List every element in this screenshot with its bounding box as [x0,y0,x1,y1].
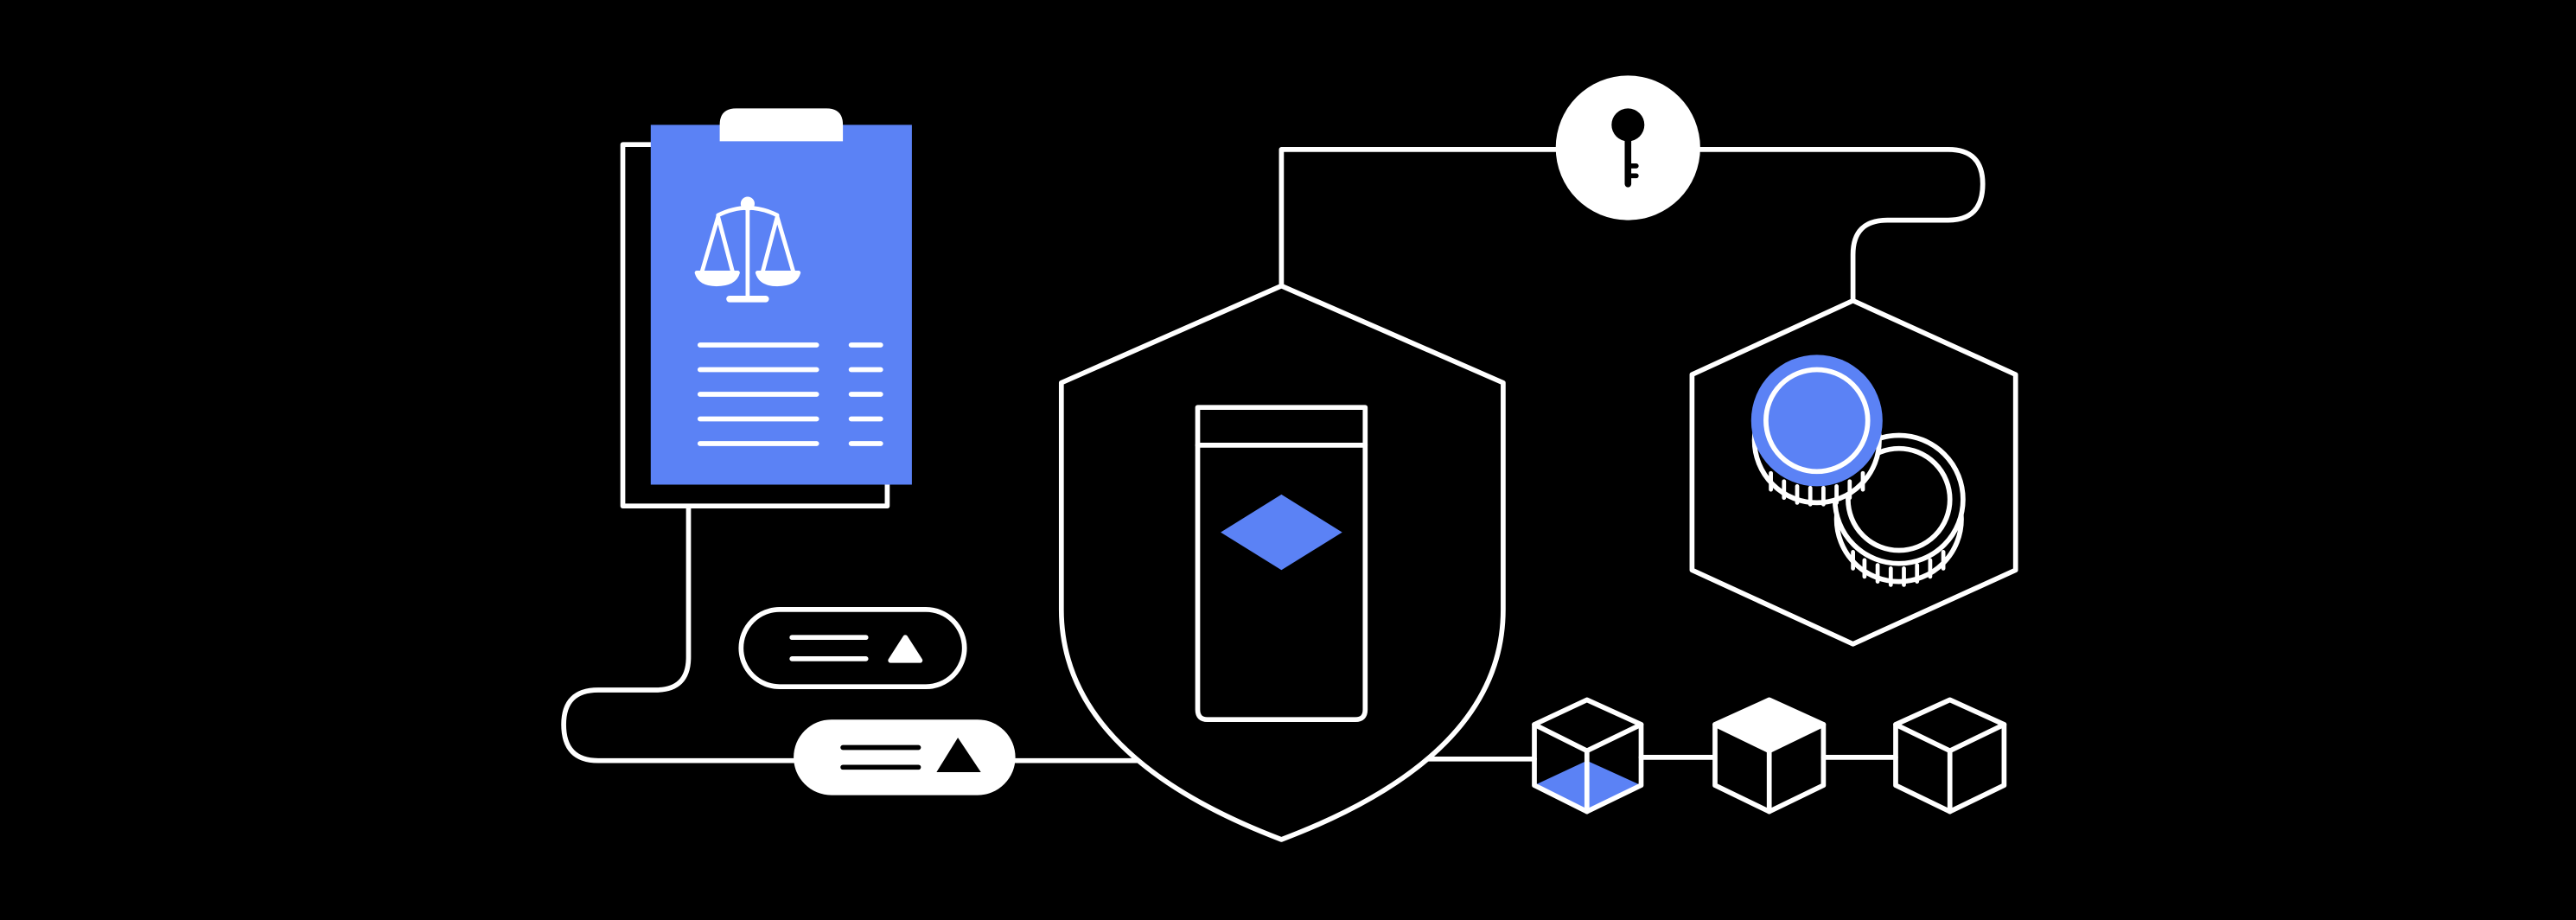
triangle-icon [888,635,923,663]
cube-icon [1532,697,1644,815]
cube-icon [1893,697,2007,815]
clipboard-icon [620,108,912,509]
diamond-icon [1221,494,1342,571]
clipboard-clip [719,108,844,142]
scales-of-justice-icon [694,196,801,303]
connector-lines [561,147,1986,763]
coin-stack-icon [1750,355,1966,587]
pill-button-filled [794,719,1016,795]
phone-icon [1195,405,1368,723]
cube-icon [1712,697,1827,815]
triangle-icon [936,738,981,772]
shield-icon [1058,283,1506,842]
pill-button-outline [738,607,967,690]
document-text-lines [697,342,883,446]
key-icon [1555,75,1700,220]
coin-front [1750,355,1883,507]
